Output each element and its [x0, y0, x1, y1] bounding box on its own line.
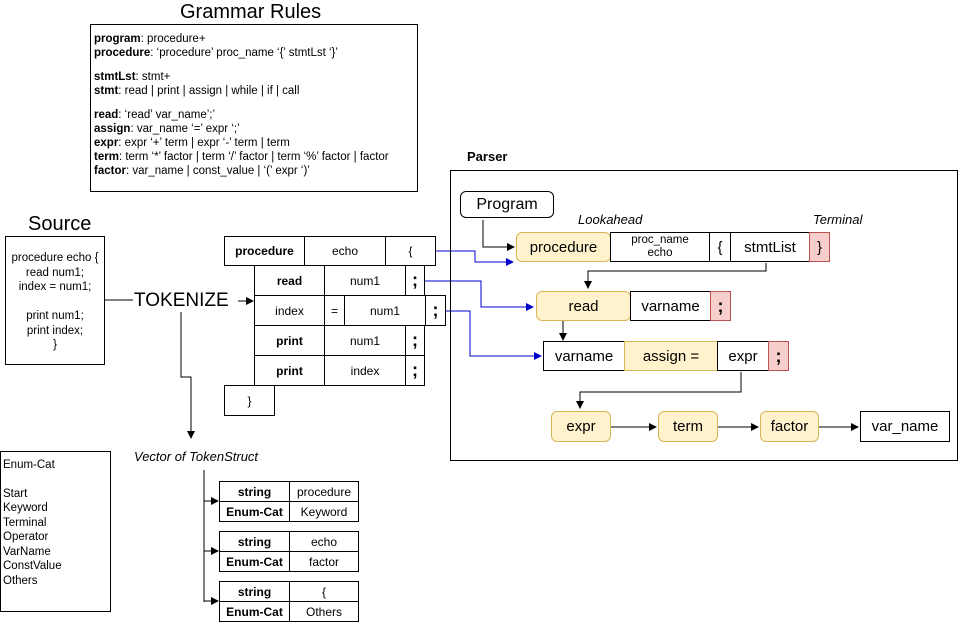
tokenize-to-vector-arrow — [180, 312, 195, 439]
struct-value: Keyword — [289, 501, 359, 522]
token-echo: echo — [304, 236, 386, 266]
enum-cat-item: Start — [3, 487, 28, 500]
tokenize-label: TOKENIZE — [134, 290, 229, 311]
token-link-read — [425, 280, 534, 311]
token-link-procedure — [436, 250, 514, 266]
read-node: read — [536, 291, 631, 321]
source-line: } — [53, 339, 57, 351]
grammar-rules-box: program: procedure+ procedure: ‘procedur… — [90, 24, 418, 192]
enum-cat-box: Enum-Cat Start Keyword Terminal Operator… — [0, 451, 111, 612]
struct-key: string — [219, 481, 290, 502]
token-lbrace: { — [385, 236, 436, 266]
token-num1: num1 — [324, 325, 406, 356]
struct-key: Enum-Cat — [219, 501, 290, 522]
struct-value: echo — [289, 531, 359, 552]
expr-node: expr — [717, 341, 769, 371]
token-num1: num1 — [324, 265, 406, 296]
token-num1: num1 — [344, 295, 426, 326]
grammar-rule: expr: expr ‘+’ term | expr ‘-’ term | te… — [94, 137, 290, 149]
token-procedure: procedure — [224, 236, 305, 266]
token-link-index — [446, 310, 542, 360]
varname-node: varname — [630, 291, 711, 321]
program-node: Program — [460, 191, 554, 218]
proc-name-label: proc_name — [631, 234, 689, 246]
grammar-rule: assign: var_name ‘=’ expr ‘;’ — [94, 123, 240, 135]
token-semicolon: ; — [425, 295, 446, 326]
struct-key: Enum-Cat — [219, 551, 290, 572]
source-line: procedure echo { — [11, 252, 99, 264]
chain-varname-node: var_name — [860, 411, 950, 442]
terminal-label: Terminal — [813, 212, 863, 227]
enum-cat-item: VarName — [3, 545, 51, 558]
grammar-rule: program: procedure+ — [94, 33, 206, 45]
enum-cat-item: Operator — [3, 531, 49, 543]
parser-title: Parser — [467, 149, 508, 164]
source-line: index = num1; — [18, 281, 92, 293]
token-equals: = — [324, 295, 345, 326]
vector-label: Vector of TokenStruct — [134, 449, 259, 464]
token-rbrace: } — [224, 385, 275, 416]
struct-key: Enum-Cat — [219, 601, 290, 622]
chain-term-node: term — [658, 411, 718, 442]
lbrace-node: { — [709, 232, 731, 262]
token-read: read — [254, 265, 325, 296]
token-index: index — [324, 355, 406, 386]
struct-value: Others — [289, 601, 359, 622]
token-index: index — [254, 295, 325, 326]
token-semicolon: ; — [405, 325, 425, 356]
token-semicolon: ; — [405, 265, 425, 296]
struct-key: string — [219, 531, 290, 552]
assign-node: assign = — [624, 341, 718, 371]
enum-cat-item: Keyword — [3, 502, 48, 514]
proc-name-node: proc_name echo — [610, 232, 710, 262]
struct-key: string — [219, 581, 290, 602]
struct-value: procedure — [289, 481, 359, 502]
source-title: Source — [28, 213, 92, 235]
grammar-rule: read: ‘read’ var_name’;’ — [94, 109, 216, 121]
source-line: print index; — [26, 324, 84, 337]
semicolon-terminal-node: ; — [710, 291, 731, 321]
grammar-rule: stmt: read | print | assign | while | if… — [94, 85, 300, 97]
chain-expr-node: expr — [551, 411, 611, 442]
token-print: print — [254, 325, 325, 356]
parser-frame — [450, 170, 958, 461]
procedure-node: procedure — [516, 232, 611, 262]
struct-value: { — [289, 581, 359, 602]
semicolon-terminal-node: ; — [768, 341, 789, 371]
proc-name-value: echo — [647, 247, 673, 259]
grammar-rule: factor: var_name | const_value | ‘(’ exp… — [94, 165, 310, 177]
source-line — [6, 295, 104, 310]
struct-value: factor — [289, 551, 359, 572]
grammar-rule: term: term ‘*’ factor | term ‘/’ factor … — [94, 151, 389, 163]
chain-factor-node: factor — [760, 411, 819, 442]
source-code-box: procedure echo { read num1; index = num1… — [5, 236, 105, 365]
varname-node: varname — [543, 341, 625, 371]
token-semicolon: ; — [405, 355, 425, 386]
rbrace-terminal-node: } — [809, 232, 830, 262]
source-line: read num1; — [25, 266, 85, 279]
source-line: print num1; — [26, 310, 84, 322]
stmtlist-node: stmtList — [730, 232, 810, 262]
grammar-title: Grammar Rules — [180, 1, 322, 23]
grammar-rule: procedure: ‘procedure’ proc_name ‘{’ stm… — [94, 47, 338, 59]
lookahead-label: Lookahead — [578, 212, 643, 227]
enum-cat-item: Terminal — [3, 516, 47, 529]
token-print: print — [254, 355, 325, 386]
grammar-rule: stmtLst: stmt+ — [94, 71, 171, 83]
enum-cat-item: Others — [3, 574, 38, 587]
enum-cat-title: Enum-Cat — [3, 459, 55, 471]
enum-cat-item: ConstValue — [3, 560, 62, 572]
